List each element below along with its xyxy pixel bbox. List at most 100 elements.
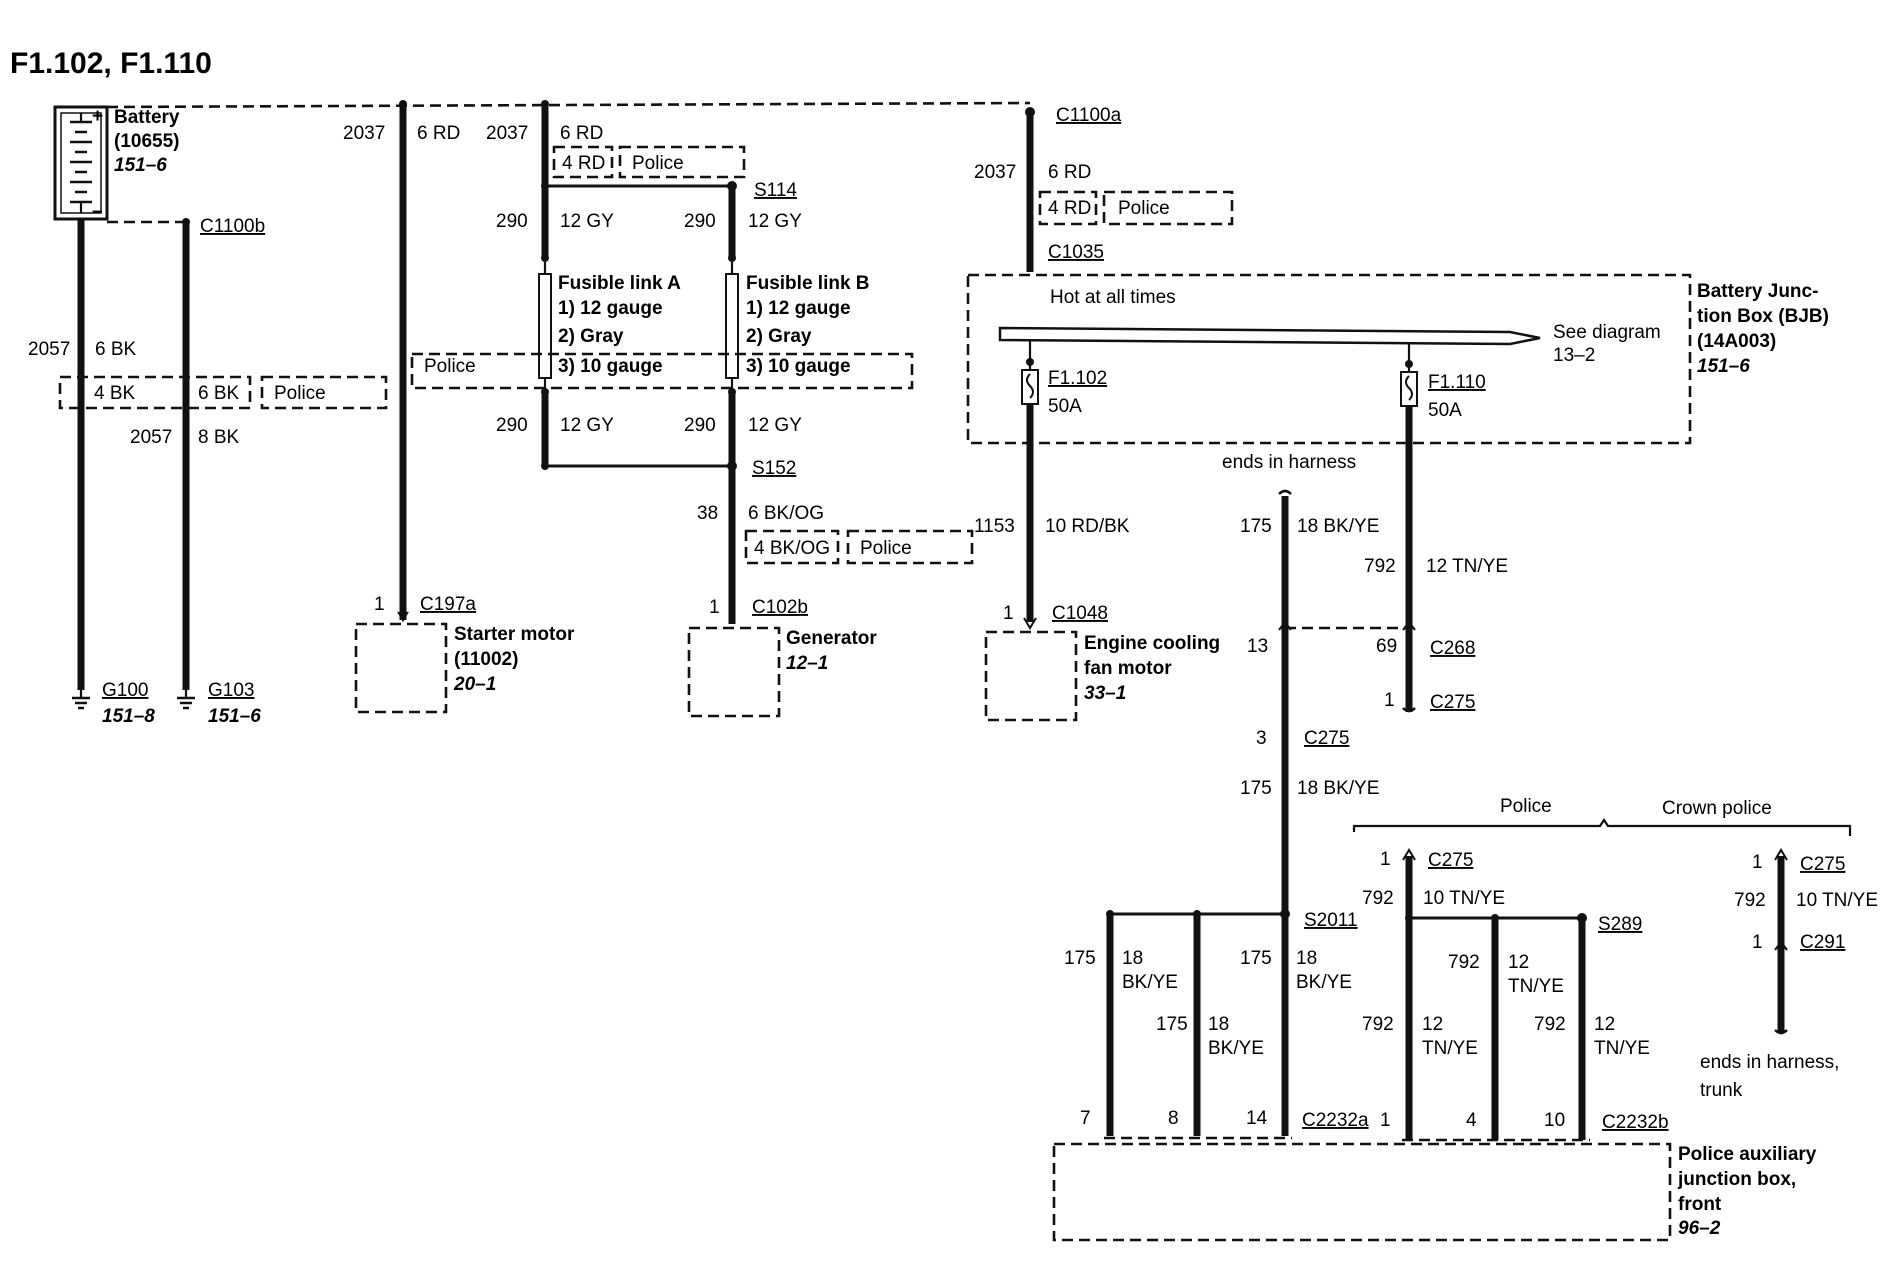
- f1102-rating: 50A: [1048, 396, 1082, 417]
- fusible-b-line3: 3) 10 gauge: [746, 356, 851, 377]
- fusible-police-wire-box: [552, 145, 614, 179]
- wire-175-top-circuit: 175: [1240, 516, 1272, 537]
- bjb-hot-label: Hot at all times: [1050, 287, 1176, 308]
- fusible-a-name: Fusible link A: [558, 273, 681, 294]
- generator-reference: 12–1: [786, 653, 828, 674]
- fusible-a-wire-in: 12 GY: [560, 211, 614, 232]
- police-c275-pin: 1: [1380, 849, 1391, 870]
- c275-lower-circuit: 175: [1240, 778, 1272, 799]
- drop-792-2-wire2: TN/YE: [1594, 1038, 1650, 1059]
- bjb-name-line1: Battery Junc-: [1697, 281, 1818, 302]
- aux-box-reference: 96–2: [1678, 1218, 1721, 1239]
- drop-175-1-circuit: 175: [1156, 1014, 1188, 1035]
- fusible-police-wire: 4 RD: [562, 153, 605, 174]
- starter-circuit-number: 2037: [343, 123, 385, 144]
- c268-label: C268: [1430, 638, 1475, 659]
- police-option-left-box: [58, 375, 252, 410]
- wire-792-top-spec: 12 TN/YE: [1426, 556, 1508, 577]
- crown-c291-pin: 1: [1752, 932, 1763, 953]
- fusible-a-wire-out: 12 GY: [560, 415, 614, 436]
- bjb-reference: 151–6: [1697, 356, 1750, 377]
- starter-motor-part: (11002): [454, 649, 518, 670]
- drop-175-1-wire2: BK/YE: [1208, 1038, 1264, 1059]
- drop-175-2-wire1: 18: [1296, 948, 1317, 969]
- fan-motor-box: [984, 630, 1078, 722]
- fan-wire-spec: 10 RD/BK: [1045, 516, 1130, 537]
- battery-minus-sign: –: [92, 201, 103, 222]
- generator-label: Generator: [786, 628, 877, 649]
- generator-box: [687, 626, 781, 718]
- bjb-part: (14A003): [1697, 331, 1776, 352]
- drop-175-0-pin: 7: [1080, 1108, 1091, 1129]
- battery-junction-box: [966, 273, 1692, 445]
- crown-c291-pin-mark: [1774, 940, 1788, 951]
- fusible-feed-circuit: 2037: [486, 123, 528, 144]
- crown-end-line1: ends in harness,: [1700, 1052, 1839, 1073]
- g103-circuit-number: 2057: [130, 427, 172, 448]
- s114-label: S114: [754, 180, 797, 201]
- f1102-element: [1026, 373, 1034, 399]
- g100-wire-spec: 6 BK: [95, 339, 137, 360]
- c1100a-label: C1100a: [1056, 105, 1122, 126]
- c2232a-label: C2232a: [1302, 1110, 1369, 1131]
- branch-police-label: Police: [1500, 796, 1552, 817]
- drop-175-2-wire2: BK/YE: [1296, 972, 1352, 993]
- wire-792-top-circuit: 792: [1364, 556, 1396, 577]
- drop-792-0-wire2: TN/YE: [1422, 1038, 1478, 1059]
- aux-box-line3: front: [1678, 1194, 1722, 1215]
- battery-positive-bus: [106, 101, 1031, 109]
- starter-motor-reference: 20–1: [453, 674, 496, 695]
- c1048-label: C1048: [1052, 603, 1108, 624]
- police-left-label: Police: [274, 383, 326, 404]
- fusible-a-line2: 2) Gray: [558, 326, 624, 347]
- generator-police-wire-box: [744, 529, 840, 565]
- drop-175-0-wire2: BK/YE: [1122, 972, 1178, 993]
- drop-175-1-wire1: 18: [1208, 1014, 1229, 1035]
- fusible-a-top-dot: [541, 254, 549, 262]
- drop-792-0-circuit: 792: [1362, 1014, 1394, 1035]
- s289-label: S289: [1598, 914, 1642, 935]
- police-option-mid-box: [410, 352, 914, 390]
- drop-792-1-circuit: 792: [1448, 952, 1480, 973]
- s2011-label: S2011: [1304, 910, 1358, 931]
- bjb-see-diagram-line2: 13–2: [1553, 345, 1595, 366]
- drop-792-2-circuit: 792: [1534, 1014, 1566, 1035]
- battery-part-number: (10655): [114, 131, 180, 152]
- aux-box-line1: Police auxiliary: [1678, 1144, 1817, 1165]
- generator-police-wire: 4 BK/OG: [754, 538, 830, 559]
- f1110-rating: 50A: [1428, 400, 1462, 421]
- fusible-a-line3: 3) 10 gauge: [558, 356, 663, 377]
- bjb-busbar: [998, 326, 1541, 346]
- c275-top-label: C275: [1430, 692, 1475, 713]
- g100-reference: 151–8: [102, 706, 155, 727]
- c268-792-pin-mark: [1402, 620, 1416, 631]
- f1102-name: F1.102: [1048, 368, 1107, 389]
- g100-circuit-number: 2057: [28, 339, 70, 360]
- drop-175-2-circuit: 175: [1240, 948, 1272, 969]
- c268-pin-175: 13: [1247, 636, 1268, 657]
- s2011-splice-dot: [1280, 909, 1290, 919]
- fan-motor-reference: 33–1: [1084, 683, 1126, 704]
- bjb-feed-wire-spec: 6 RD: [1048, 162, 1091, 183]
- g103-label: G103: [208, 680, 254, 701]
- police-option-left-label-box: [260, 375, 388, 410]
- c268-pin-792: 69: [1376, 636, 1397, 657]
- c275-pin-792: 1: [1384, 690, 1395, 711]
- drop-792-2-pin: 10: [1544, 1110, 1565, 1131]
- g103-reference: 151–6: [208, 706, 261, 727]
- drop-792-1-pin: 4: [1466, 1110, 1477, 1131]
- police-left-wire-a: 4 BK: [94, 383, 136, 404]
- fan-circuit: 1153: [974, 516, 1015, 537]
- generator-police-label: Police: [860, 538, 912, 559]
- drop-175-0-wire1: 18: [1122, 948, 1143, 969]
- starter-motor-box: [354, 622, 448, 714]
- fusible-b-wire-in: 12 GY: [748, 211, 802, 232]
- fusible-b-line1: 1) 12 gauge: [746, 298, 851, 319]
- battery-plus-sign: +: [92, 106, 103, 127]
- c275-lower-wire: 18 BK/YE: [1297, 778, 1379, 799]
- fan-motor-line1: Engine cooling: [1084, 633, 1220, 654]
- ground-symbol-g103-icon: [177, 690, 195, 710]
- wire-175-top-spec: 18 BK/YE: [1297, 516, 1379, 537]
- fusible-police-label-box: [618, 145, 746, 179]
